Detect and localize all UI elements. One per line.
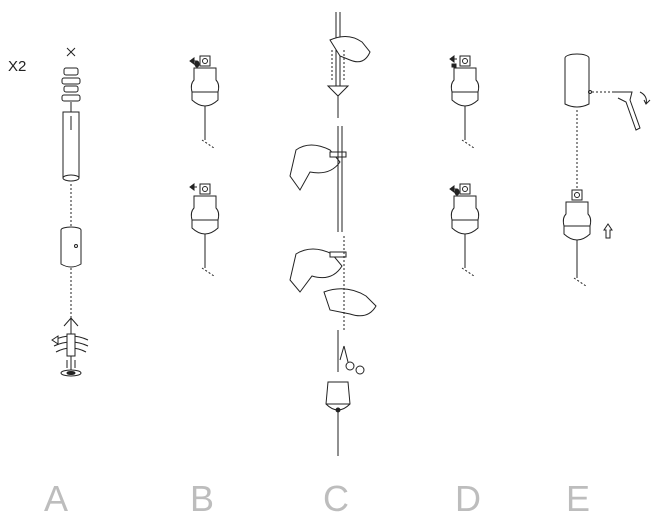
- quantity-label: X2: [8, 58, 27, 75]
- step-b-illustration: [189, 55, 220, 277]
- step-d-illustration: [449, 55, 480, 277]
- step-letter-a: A: [43, 478, 68, 519]
- step-e-illustration: [562, 53, 651, 287]
- step-letter-b: B: [189, 478, 214, 519]
- step-letter-d: D: [455, 478, 481, 519]
- step-letter-c: C: [323, 478, 349, 519]
- step-c-illustration: [289, 12, 377, 456]
- step-letter-e: E: [565, 478, 590, 519]
- step-a-illustration: [51, 47, 89, 377]
